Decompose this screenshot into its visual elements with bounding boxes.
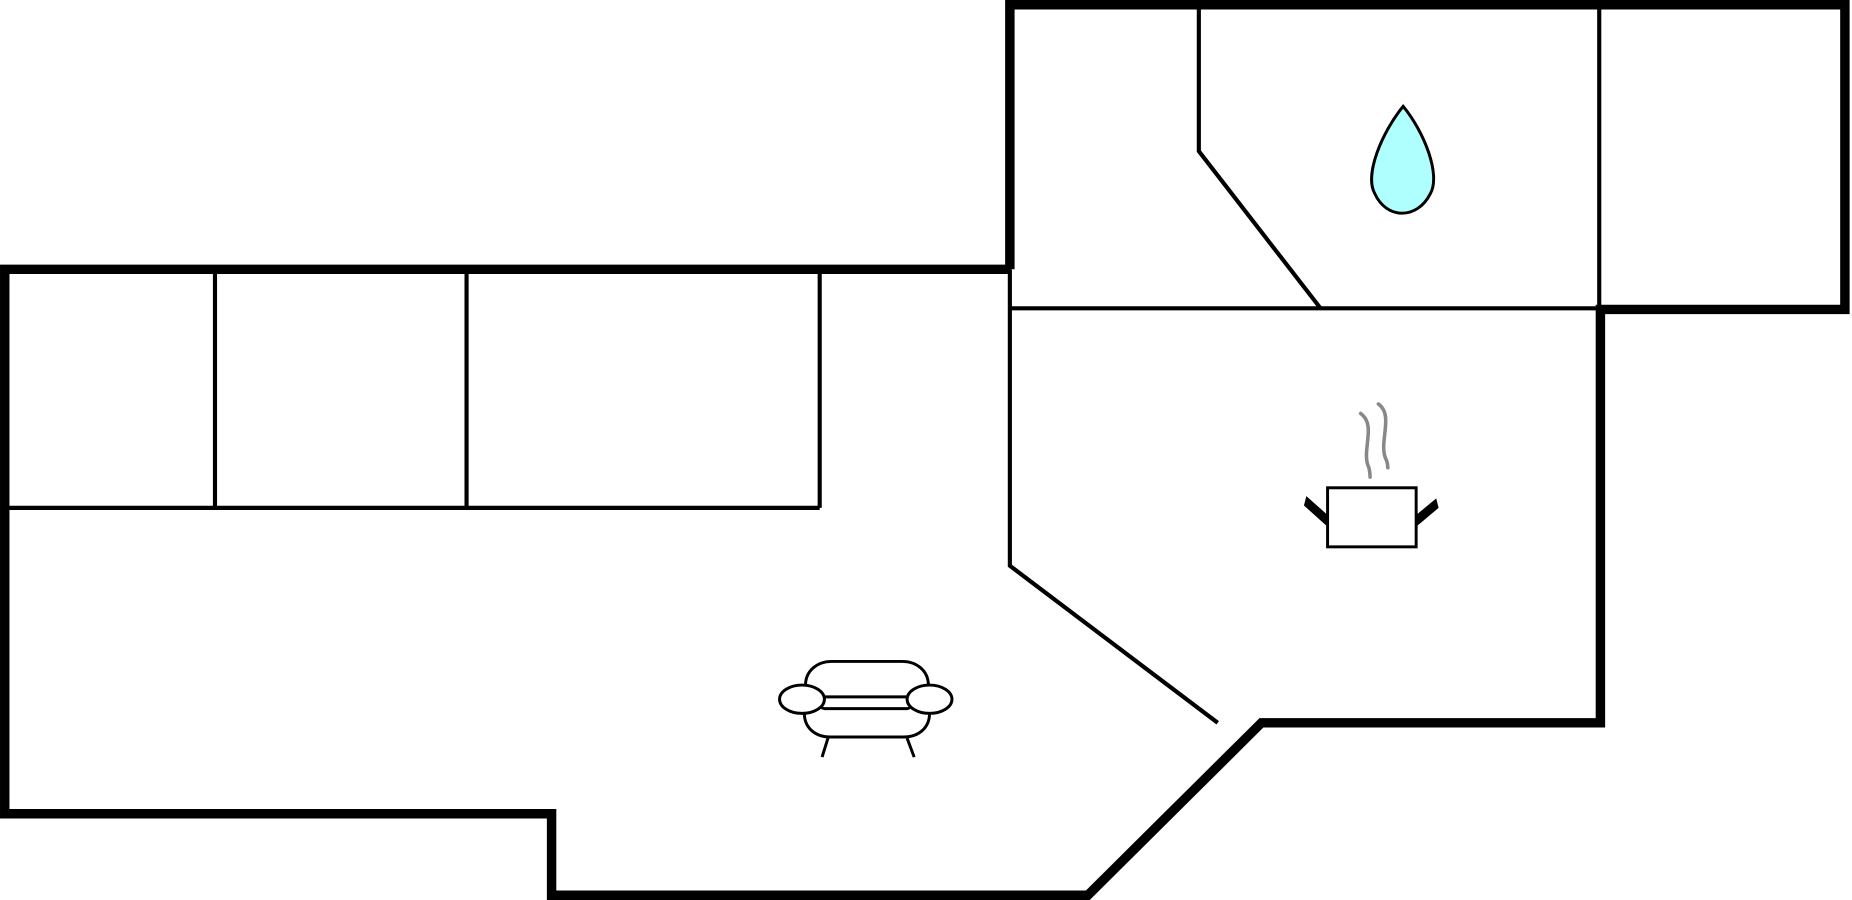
wall bbox=[1007, 269, 1219, 725]
inner-walls bbox=[4, 4, 1602, 725]
cooking-pot-icon bbox=[1303, 402, 1439, 549]
steam-icon bbox=[1358, 402, 1390, 479]
water-drop-icon bbox=[1370, 103, 1436, 215]
wall bbox=[1196, 4, 1323, 310]
sofa-icon bbox=[778, 659, 954, 758]
